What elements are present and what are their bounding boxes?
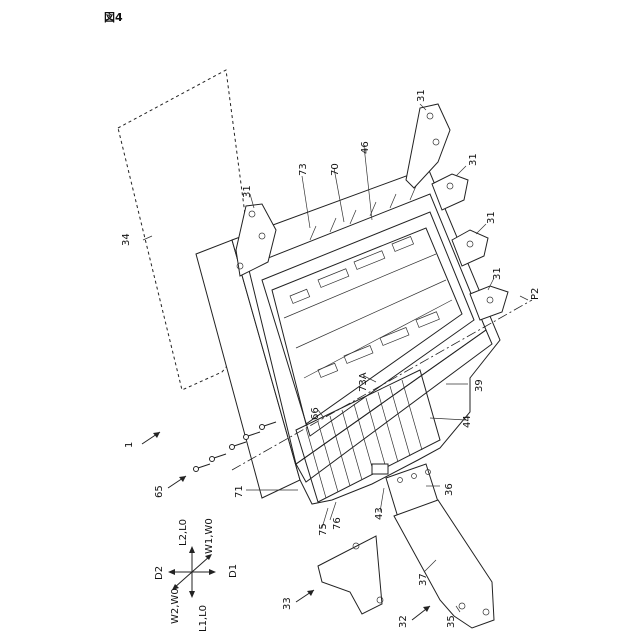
label-66: 66 [310,407,321,420]
label-31-e: 31 [492,267,503,280]
label-1: 1 [124,442,135,448]
dir-w1-w0: W1,W0 [204,518,215,554]
label-46: 46 [360,141,371,154]
label-37: 37 [418,573,429,586]
label-31-d: 31 [486,211,497,224]
dir-d1: D1 [228,564,239,578]
dir-d2: D2 [154,566,165,580]
label-31-a: 31 [242,185,253,198]
label-35: 35 [446,615,457,628]
label-44: 44 [462,415,473,428]
label-33: 33 [282,597,293,610]
label-34: 34 [121,233,132,246]
dir-w2-w0: W2,W0 [170,588,181,624]
bracket-33 [318,536,383,614]
label-65: 65 [154,485,165,498]
label-75: 75 [318,523,329,536]
lower-bracket-36 [386,464,494,628]
figure-title: 図4 [104,10,123,24]
dir-l1-l0: L1,L0 [198,605,209,632]
dir-l2-l0: L2,L0 [178,519,189,546]
label-43: 43 [374,507,385,520]
direction-labels: L2,L0 W1,W0 D2 D1 W2,W0 L1,L0 [154,518,239,632]
label-70: 70 [330,163,341,176]
label-73: 73 [298,163,309,176]
label-31-b: 31 [416,89,427,102]
label-73a: 73A [358,372,369,392]
label-36: 36 [444,483,455,496]
label-76: 76 [332,517,343,530]
label-71: 71 [234,485,245,498]
battery-case [196,168,500,504]
label-32: 32 [398,615,409,628]
label-39: 39 [474,379,485,392]
label-p2: P2 [530,288,541,300]
label-31-c: 31 [468,153,479,166]
